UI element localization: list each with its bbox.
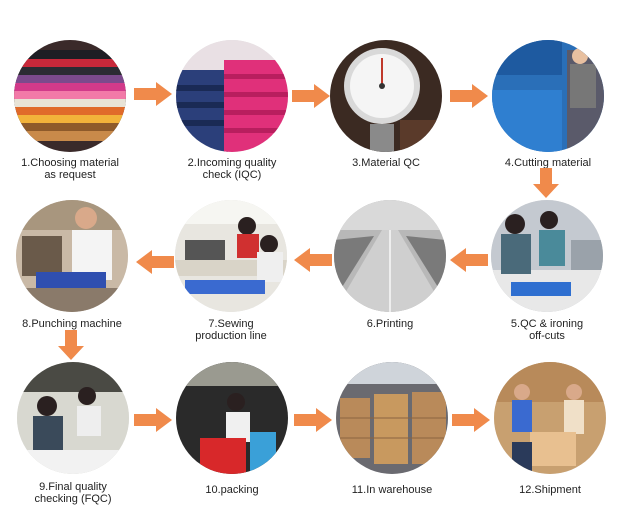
arrow-right-icon bbox=[294, 408, 332, 432]
arrow-right-icon bbox=[292, 84, 330, 108]
step-12-photo bbox=[494, 362, 606, 474]
step-7-photo bbox=[175, 200, 287, 312]
step-3-label: 3.Material QC bbox=[352, 157, 420, 169]
step-8-label: 8.Punching machine bbox=[22, 318, 122, 330]
arrow-left-icon bbox=[450, 248, 488, 272]
arrow-right-icon bbox=[134, 408, 172, 432]
step-11-label: 11.In warehouse bbox=[351, 484, 433, 496]
step-2-photo bbox=[176, 40, 288, 152]
step-4-photo bbox=[492, 40, 604, 152]
step-4-label: 4.Cutting material bbox=[504, 157, 592, 169]
arrow-right-icon bbox=[452, 408, 490, 432]
step-11-photo bbox=[336, 362, 448, 474]
step-5-label: 5.QC & ironing off-cuts bbox=[510, 318, 584, 342]
step-12-label: 12.Shipment bbox=[519, 484, 581, 496]
arrow-right-icon bbox=[450, 84, 488, 108]
step-10-photo bbox=[176, 362, 288, 474]
step-3-photo bbox=[330, 40, 442, 152]
step-6-photo bbox=[334, 200, 446, 312]
step-2-label: 2.Incoming quality check (IQC) bbox=[187, 157, 277, 181]
step-5-photo bbox=[491, 200, 603, 312]
step-6-label: 6.Printing bbox=[366, 318, 414, 330]
step-7-label: 7.Sewing production line bbox=[195, 318, 267, 342]
step-9-label: 9.Final quality checking (FQC) bbox=[34, 481, 112, 505]
arrow-right-icon bbox=[134, 82, 172, 106]
step-1-photo bbox=[14, 40, 126, 152]
arrow-left-icon bbox=[136, 250, 174, 274]
arrow-down-icon bbox=[533, 168, 559, 198]
arrow-down-icon bbox=[58, 330, 84, 360]
step-9-photo bbox=[17, 362, 129, 474]
step-10-label: 10.packing bbox=[205, 484, 259, 496]
step-8-photo bbox=[16, 200, 128, 312]
arrow-left-icon bbox=[294, 248, 332, 272]
step-1-label: 1.Choosing material as request bbox=[21, 157, 119, 181]
